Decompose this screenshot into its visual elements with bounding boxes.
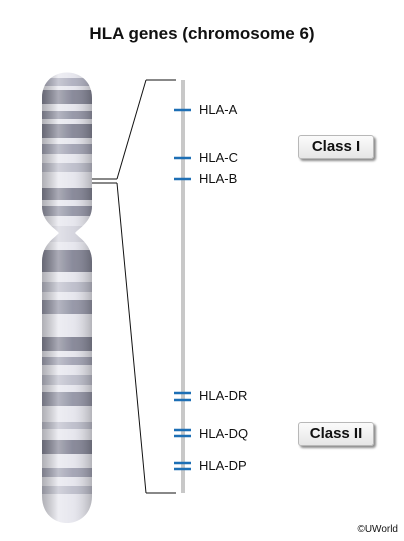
diagram-title: HLA genes (chromosome 6) xyxy=(89,24,315,43)
gene-label-hla-a: HLA-A xyxy=(199,102,238,117)
gene-label-hla-dr: HLA-DR xyxy=(199,388,248,403)
zoom-bracket xyxy=(92,79,176,494)
class-two-box: Class II xyxy=(298,422,374,446)
gene-label-hla-c: HLA-C xyxy=(199,150,239,165)
gene-label-hla-b: HLA-B xyxy=(199,171,238,186)
gene-markers xyxy=(174,108,191,471)
gene-label-hla-dp: HLA-DP xyxy=(199,458,247,473)
gene-label-hla-dq: HLA-DQ xyxy=(199,426,249,441)
chromosome-6 xyxy=(42,72,92,523)
credit-text: ©UWorld xyxy=(357,524,398,535)
class-one-box: Class I xyxy=(298,135,374,159)
